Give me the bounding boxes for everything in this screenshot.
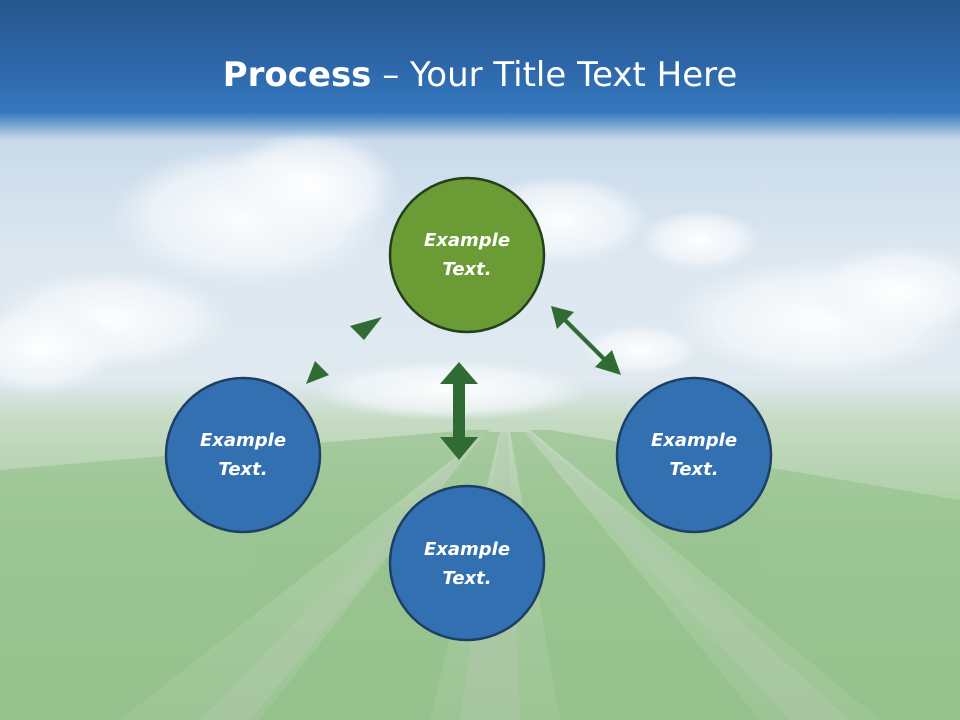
node-bottom[interactable] <box>388 484 546 642</box>
title-band <box>0 0 960 140</box>
title-rest-part: – Your Title Text Here <box>371 55 738 95</box>
slide-title: Process – Your Title Text Here <box>0 50 960 100</box>
arrow-top-bottom <box>440 362 478 460</box>
clouds <box>0 130 960 420</box>
node-left[interactable] <box>164 376 322 534</box>
node-right[interactable] <box>615 376 773 534</box>
arrow-top-left <box>306 317 382 384</box>
node-top[interactable] <box>388 176 546 334</box>
title-bold-part: Process <box>222 55 372 95</box>
arrow-top-right <box>551 306 621 375</box>
